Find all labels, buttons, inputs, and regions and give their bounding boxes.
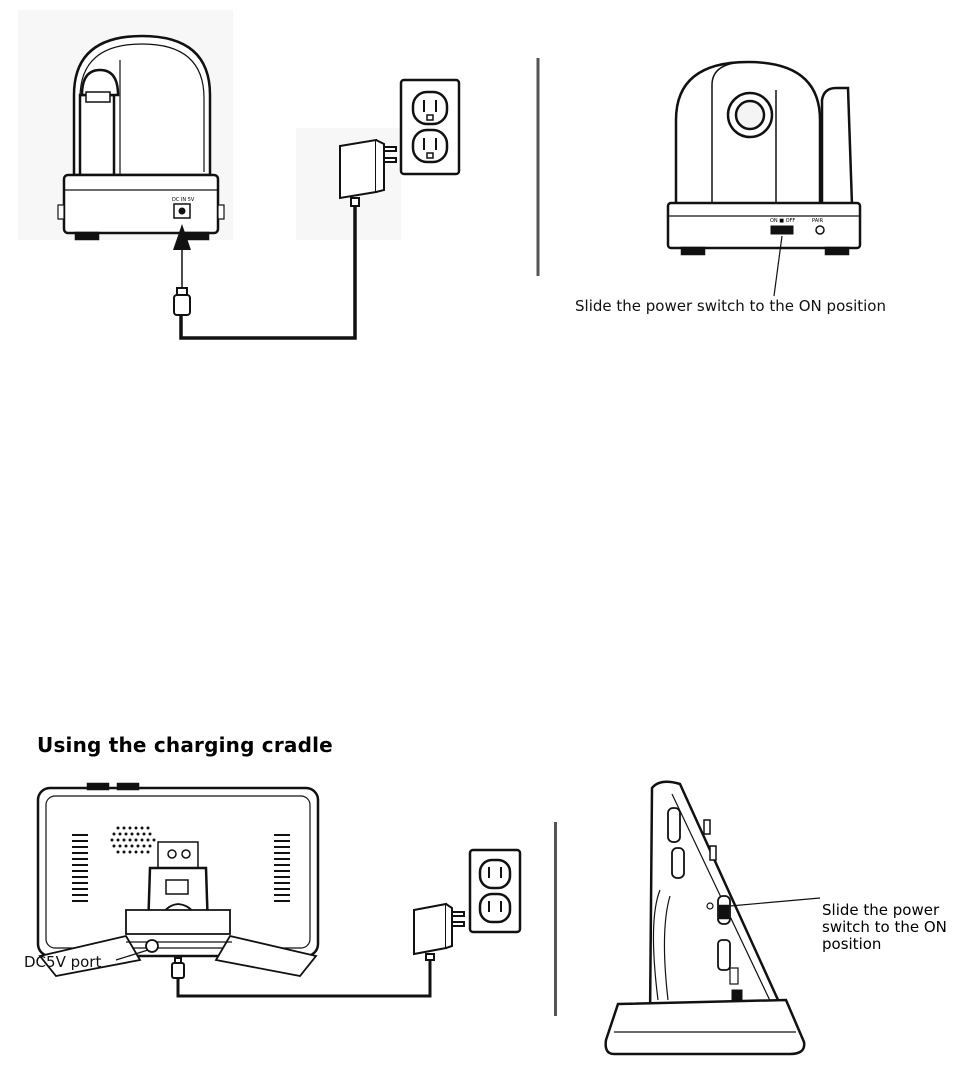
caption-line-2: switch to the ON xyxy=(822,919,947,936)
camera-body xyxy=(58,36,224,239)
callout-line xyxy=(730,898,820,906)
caption-line-1: Slide the power xyxy=(822,902,947,919)
power-switch-caption: Slide the power switch to the ON positio… xyxy=(575,297,886,315)
caption-line-3: position xyxy=(822,936,947,953)
side-switch-caption: Slide the power switch to the ON positio… xyxy=(822,902,947,953)
pair-label-small: PAIR xyxy=(812,218,824,224)
section-title: Using the charging cradle xyxy=(37,733,333,757)
camera-body xyxy=(668,62,860,254)
power-adapter-icon xyxy=(414,904,464,960)
switch-label-small: ON ■ OFF xyxy=(770,218,795,224)
monitor-side-view-diagram xyxy=(600,770,820,1070)
dc5v-port-label: DC5V port xyxy=(24,953,101,971)
wall-outlet-icon xyxy=(470,850,520,932)
divider xyxy=(554,822,557,1016)
camera-front-switch-diagram: ON ■ OFF PAIR xyxy=(600,40,900,280)
monitor-cradle-diagram xyxy=(0,770,540,1070)
camera-back-power-diagram: DC IN 5V xyxy=(0,0,540,350)
barrel-plug-icon xyxy=(172,958,184,978)
monitor-side xyxy=(606,782,805,1054)
barrel-plug-icon xyxy=(174,288,190,315)
port-label: DC IN 5V xyxy=(172,197,195,203)
wall-outlet-icon xyxy=(401,80,459,174)
